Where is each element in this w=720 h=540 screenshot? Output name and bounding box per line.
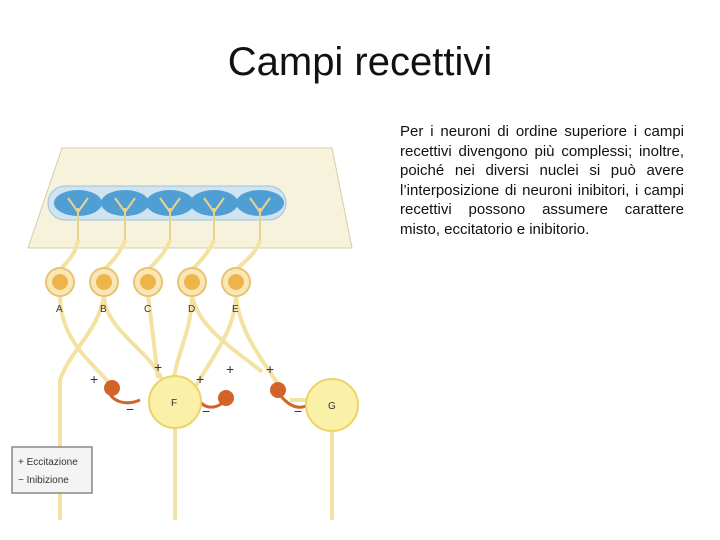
label-g: G [328, 401, 336, 412]
first-order-neurons [45, 267, 251, 297]
label-c: C [144, 304, 151, 315]
sign-minus: − [126, 401, 134, 417]
inhibitory-neuron-left [104, 380, 120, 396]
receptive-field-a [54, 190, 102, 216]
nerve-endings [67, 197, 271, 240]
neuron-f [148, 375, 202, 429]
receptive-fields [54, 190, 284, 216]
neuron-a-nucleus [52, 274, 68, 290]
label-a: A [56, 304, 63, 315]
neuron-d-nucleus [184, 274, 200, 290]
inhibitory-neuron-middle [218, 390, 234, 406]
receptive-field-b [101, 190, 149, 216]
legend: + Eccitazione − Inibizione [11, 446, 93, 494]
projection-fibers [58, 293, 334, 520]
receptive-field-e [236, 190, 284, 216]
inhibitory-interneurons [104, 380, 307, 409]
slide-paragraph: Per i neuroni di ordine superiore i camp… [400, 123, 684, 238]
label-d: D [188, 304, 195, 315]
sign-plus: + [154, 359, 162, 375]
legend-inhibition: − Inibizione [18, 475, 69, 486]
slide-title: Campi recettivi [227, 40, 493, 84]
neuron-b-nucleus [96, 274, 112, 290]
neuron-c-nucleus [140, 274, 156, 290]
neuron-g [305, 378, 359, 432]
receptive-field-d [190, 190, 238, 216]
label-e: E [232, 304, 239, 315]
sign-plus: + [226, 361, 234, 377]
label-b: B [100, 304, 107, 315]
neuron-e-nucleus [228, 274, 244, 290]
legend-excitation: + Eccitazione [18, 457, 78, 468]
sign-plus: + [266, 361, 274, 377]
sign-plus: + [90, 371, 98, 387]
label-f: F [171, 398, 177, 409]
sign-minus: − [294, 403, 302, 419]
sign-minus: − [202, 403, 210, 419]
inhibitory-neuron-right [270, 382, 286, 398]
receptive-field-c [146, 190, 194, 216]
sign-plus: + [196, 371, 204, 387]
